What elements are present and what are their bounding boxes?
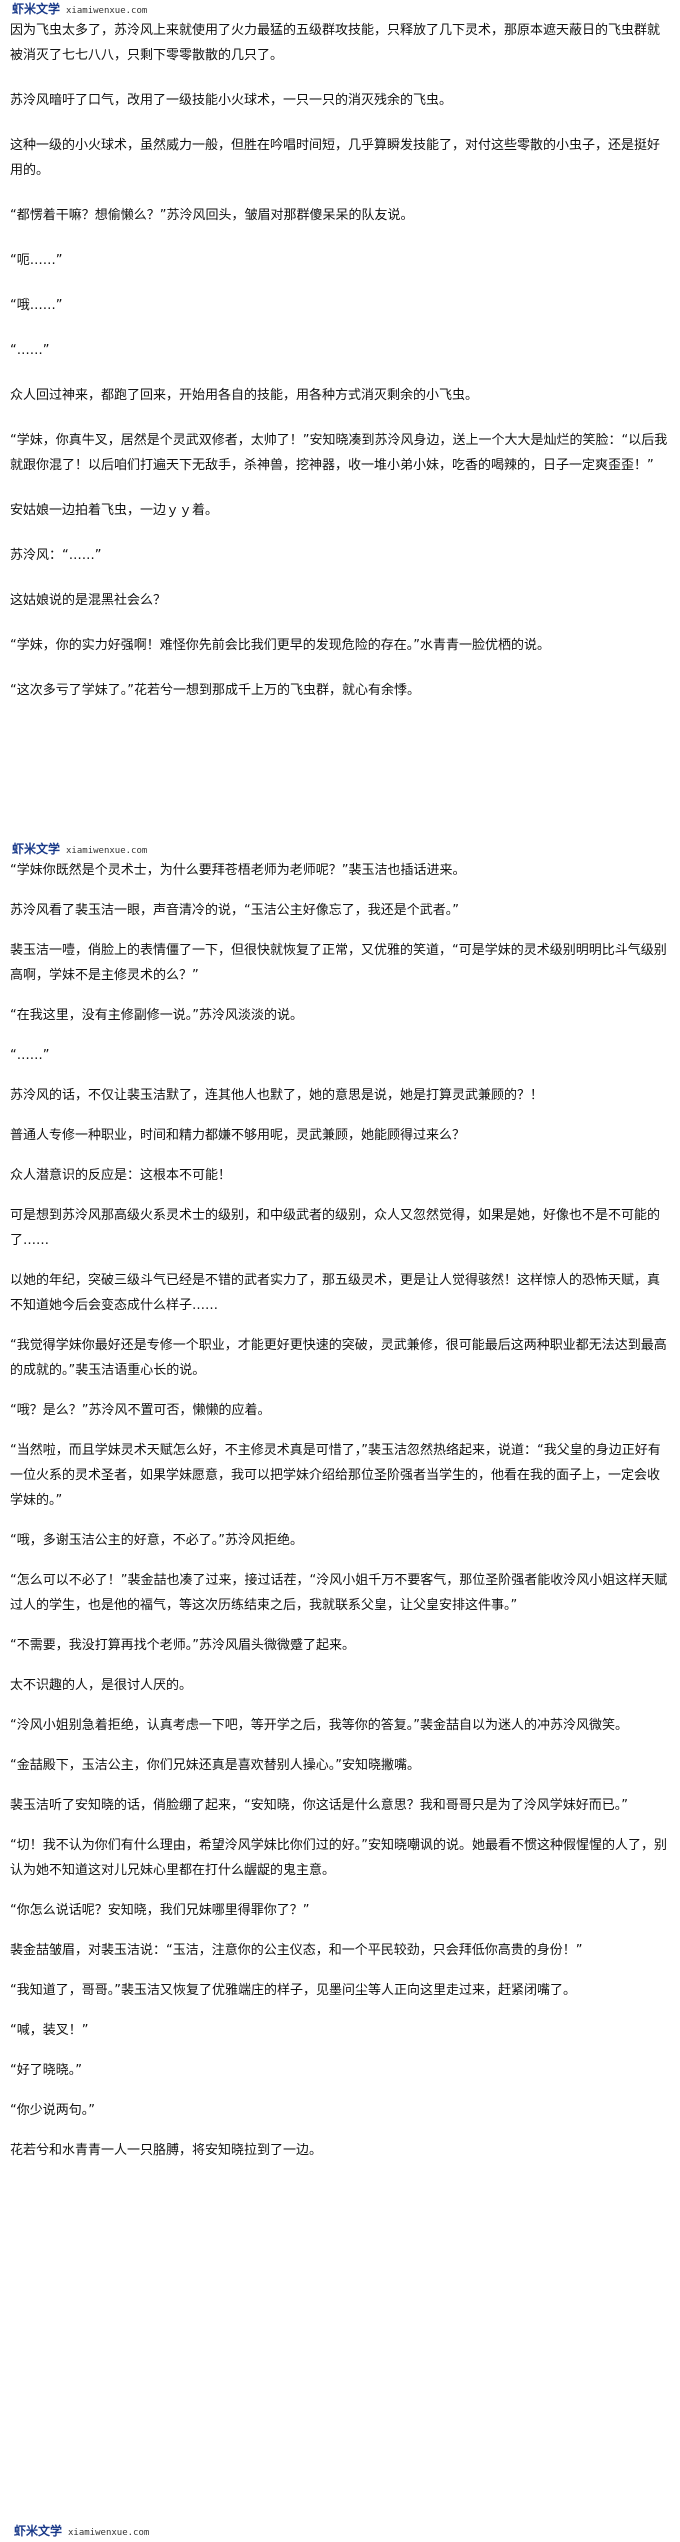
paragraph: 以她的年纪，突破三级斗气已经是不错的武者实力了，那五级灵术，更是让人觉得骇然！这… <box>10 1273 661 1313</box>
paragraph: “……” <box>10 343 50 358</box>
paragraph: “泠风小姐别急着拒绝，认真考虑一下吧，等开学之后，我等你的答复。”裴金喆自以为迷… <box>10 1718 628 1733</box>
paragraph: “当然啦，而且学妹灵术天赋怎么好，不主修灵术真是可惜了，”裴玉洁忽然热络起来，说… <box>10 1443 661 1508</box>
paragraph: “我知道了，哥哥。”裴玉洁又恢复了优雅端庄的样子，见墨问尘等人正向这里走过来，赶… <box>10 1983 576 1998</box>
paragraph: 太不识趣的人，是很讨人厌的。 <box>10 1678 193 1693</box>
paragraph: “哦……” <box>10 298 63 313</box>
paragraph: “切！我不认为你们有什么理由，希望泠风学妹比你们过的好。”安知晓嘲讽的说。她最看… <box>10 1838 667 1878</box>
paragraph: 因为飞虫太多了，苏泠风上来就使用了火力最猛的五级群攻技能，只释放了几下灵术，那原… <box>10 23 661 63</box>
watermark-bottom: 虾米文学 xiamiwenxue.com <box>0 2522 680 2540</box>
paragraph: 花若兮和水青青一人一只胳膊，将安知晓拉到了一边。 <box>10 2143 323 2158</box>
paragraph: 苏泠风暗吁了口气，改用了一级技能小火球术，一只一只的消灭残余的飞虫。 <box>10 93 453 108</box>
paragraph: “我觉得学妹你最好还是专修一个职业，才能更好更快速的突破，灵武兼修，很可能最后这… <box>10 1338 667 1378</box>
watermark-logo: 虾米文学 <box>12 842 61 856</box>
paragraph: “呃……” <box>10 253 63 268</box>
text-body-bottom: “学妹你既然是个灵术士，为什么要拜苍梧老师为老师呢？”裴玉洁也插话进来。 苏泠风… <box>10 858 670 2163</box>
paragraph: “学妹，你真牛叉，居然是个灵武双修者，太帅了！”安知晓凑到苏泠风身边，送上一个大… <box>10 433 668 473</box>
paragraph: “学妹你既然是个灵术士，为什么要拜苍梧老师为老师呢？”裴玉洁也插话进来。 <box>10 863 466 878</box>
paragraph: “你怎么说话呢？安知晓，我们兄妹哪里得罪你了？” <box>10 1903 310 1918</box>
paragraph: 裴玉洁一噎，俏脸上的表情僵了一下，但很快就恢复了正常，又优雅的笑道，“可是学妹的… <box>10 943 667 983</box>
paragraph: “这次多亏了学妹了。”花若兮一想到那成千上万的飞虫群，就心有余悸。 <box>10 683 420 698</box>
paragraph: “不需要，我没打算再找个老师。”苏泠风眉头微微蹙了起来。 <box>10 1638 355 1653</box>
paragraph: 安姑娘一边拍着飞虫，一边ｙｙ着。 <box>10 503 219 518</box>
paragraph: 苏泠风的话，不仅让裴玉洁默了，连其他人也默了，她的意思是说，她是打算灵武兼顾的？… <box>10 1088 544 1103</box>
watermark-logo: 虾米文学 <box>14 2524 63 2538</box>
paragraph: 这种一级的小火球术，虽然威力一般，但胜在吟唱时间短，几乎算瞬发技能了，对付这些零… <box>10 138 661 178</box>
paragraph: “学妹，你的实力好强啊！难怪你先前会比我们更早的发现危险的存在。”水青青一脸优栖… <box>10 638 550 653</box>
paragraph: 苏泠风：“……” <box>10 548 102 563</box>
paragraph: 裴玉洁听了安知晓的话，俏脸绷了起来，“安知晓，你这话是什么意思？我和哥哥只是为了… <box>10 1798 628 1813</box>
paragraph: “……” <box>10 1048 50 1063</box>
paragraph: “在我这里，没有主修副修一说。”苏泠风淡淡的说。 <box>10 1008 303 1023</box>
watermark-url: xiamiwenxue.com <box>68 2528 150 2538</box>
paragraph: 苏泠风看了裴玉洁一眼，声音清冷的说，“玉洁公主好像忘了，我还是个武者。” <box>10 903 459 918</box>
paragraph: 可是想到苏泠风那高级火系灵术士的级别，和中级武者的级别，众人又忽然觉得，如果是她… <box>10 1208 661 1248</box>
watermark-url: xiamiwenxue.com <box>66 846 148 856</box>
watermark-footer: 虾米文学 xiamiwenxue.com <box>12 2522 668 2540</box>
paragraph: “怎么可以不必了！”裴金喆也凑了过来，接过话茬，“泠风小姐千万不要客气，那位圣阶… <box>10 1573 668 1613</box>
paragraph: 这姑娘说的是混黑社会么？ <box>10 593 167 608</box>
page-section-top: 虾米文学 xiamiwenxue.com 因为飞虫太多了，苏泠风上来就使用了火力… <box>0 0 680 840</box>
paragraph: “金喆殿下，玉洁公主，你们兄妹还真是喜欢替别人操心。”安知晓撇嘴。 <box>10 1758 420 1773</box>
paragraph: 众人回过神来，都跑了回来，开始用各自的技能，用各种方式消灭剩余的小飞虫。 <box>10 388 479 403</box>
paragraph: “都愣着干嘛？想偷懒么？”苏泠风回头，皱眉对那群傻呆呆的队友说。 <box>10 208 414 223</box>
paragraph: 裴金喆皱眉，对裴玉洁说：“玉洁，注意你的公主仪态，和一个平民较劲，只会拜低你高贵… <box>10 1943 583 1958</box>
paragraph: 众人潜意识的反应是：这根本不可能！ <box>10 1168 232 1183</box>
watermark-url: xiamiwenxue.com <box>66 6 148 16</box>
paragraph: “好了晓晓。” <box>10 2063 82 2078</box>
paragraph: “哦？是么？”苏泠风不置可否，懒懒的应着。 <box>10 1403 271 1418</box>
paragraph: “你少说两句。” <box>10 2103 95 2118</box>
page-section-bottom: 虾米文学 xiamiwenxue.com “学妹你既然是个灵术士，为什么要拜苍梧… <box>0 840 680 2520</box>
watermark-middle: 虾米文学 xiamiwenxue.com <box>10 840 670 858</box>
paragraph: “喊，装叉！” <box>10 2023 89 2038</box>
paragraph: 普通人专修一种职业，时间和精力都嫌不够用呢，灵武兼顾，她能顾得过来么？ <box>10 1128 466 1143</box>
text-body-top: 因为飞虫太多了，苏泠风上来就使用了火力最猛的五级群攻技能，只释放了几下灵术，那原… <box>10 18 670 703</box>
paragraph: “哦，多谢玉洁公主的好意，不必了。”苏泠风拒绝。 <box>10 1533 303 1548</box>
watermark-top: 虾米文学 xiamiwenxue.com <box>10 0 670 18</box>
watermark-logo: 虾米文学 <box>12 2 61 16</box>
